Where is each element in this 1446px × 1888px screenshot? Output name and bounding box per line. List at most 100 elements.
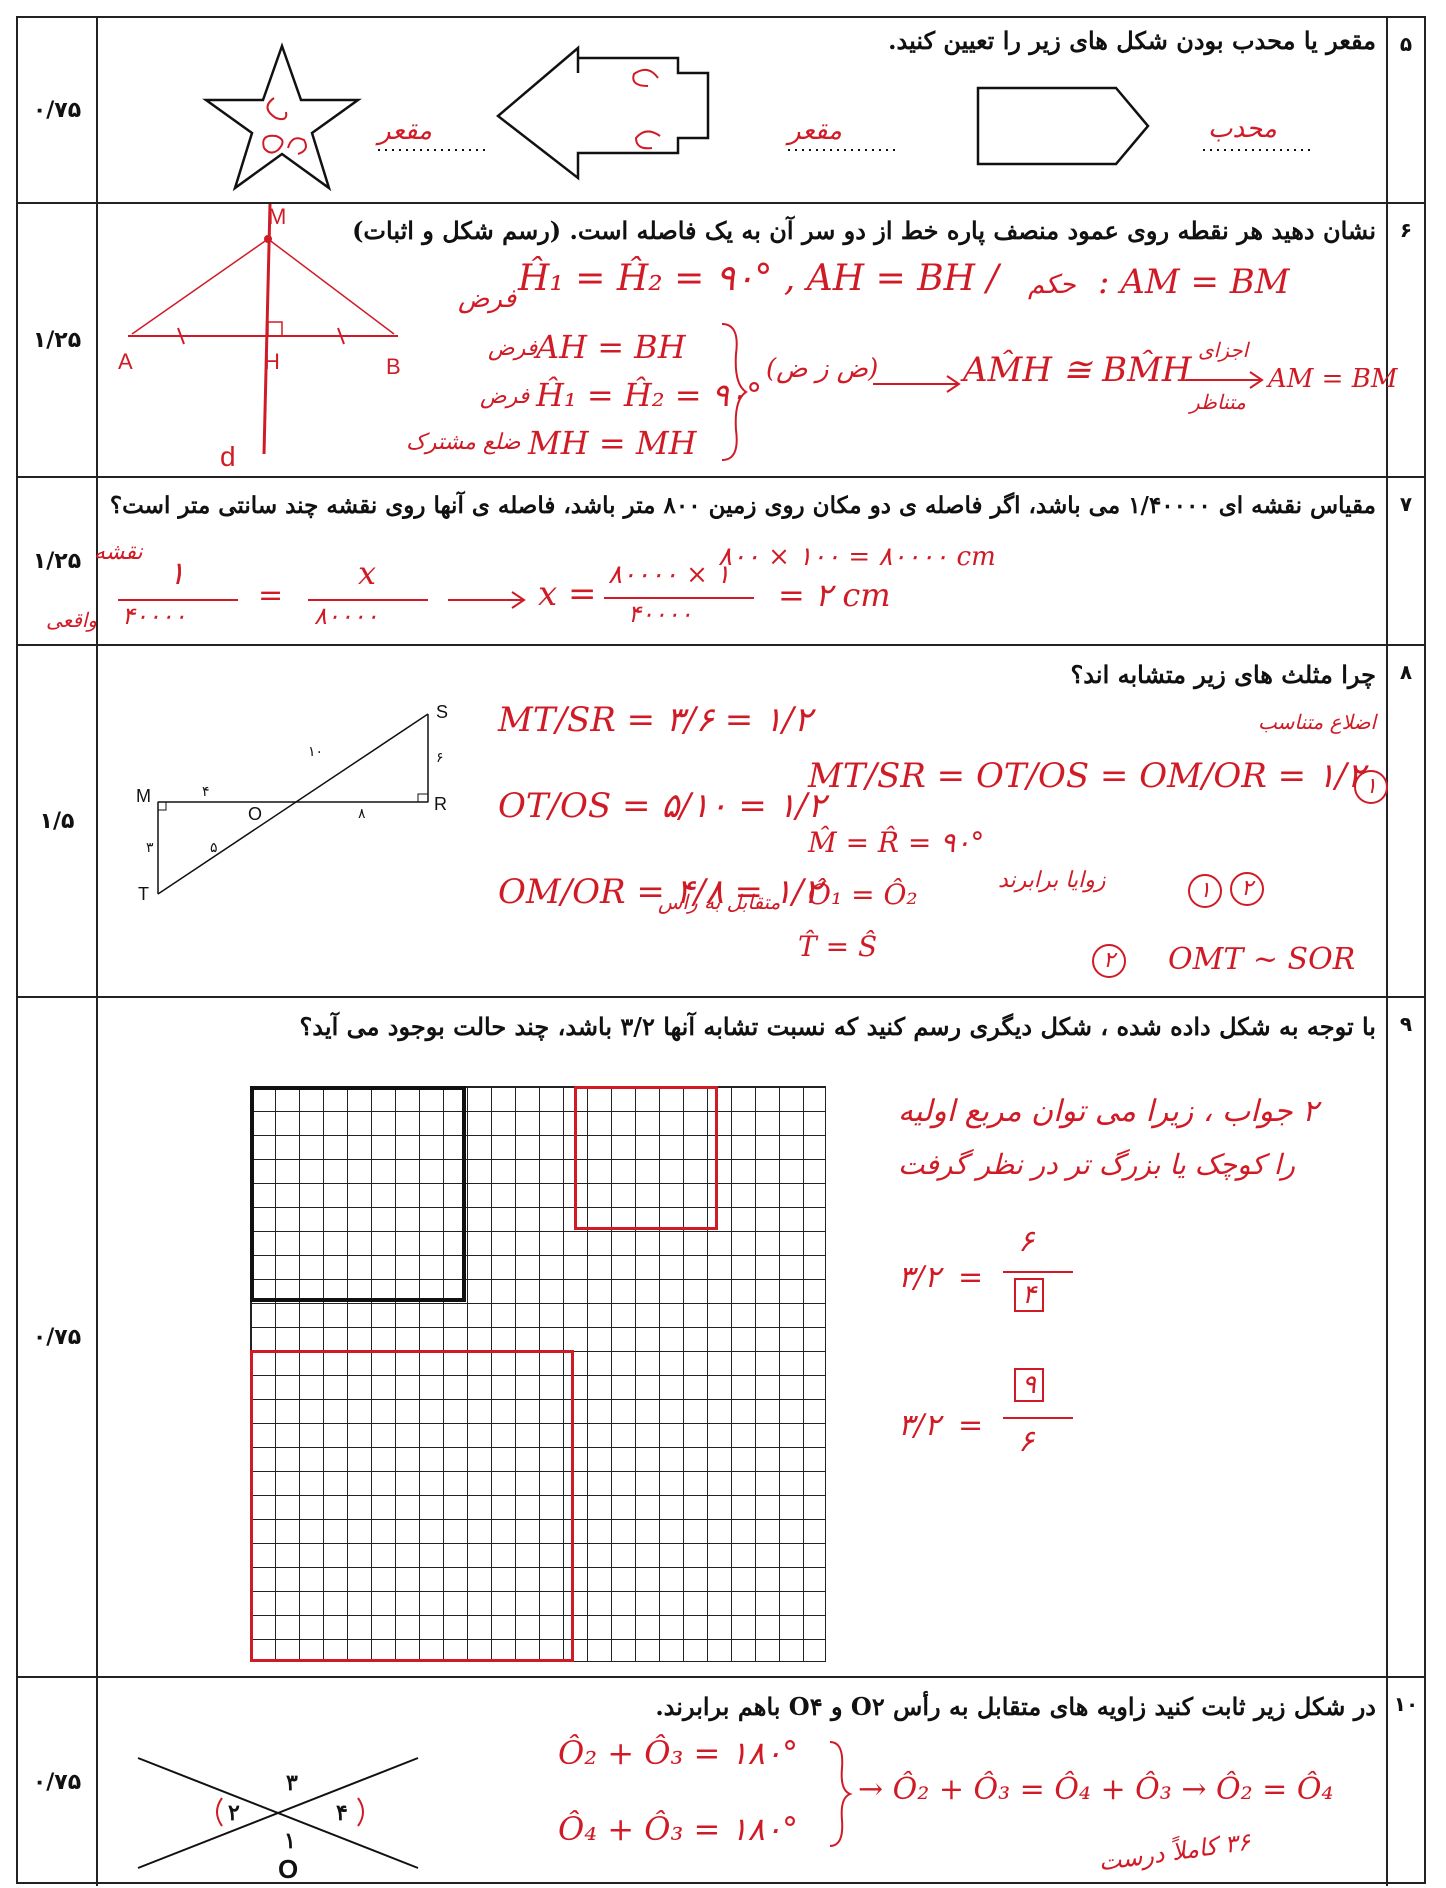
score-cell: ۰/۷۵ bbox=[18, 18, 98, 202]
length-label-SR: ۶ bbox=[436, 749, 444, 765]
equations-brace bbox=[829, 1741, 853, 1847]
claim-statement: : AM = BM bbox=[1098, 262, 1290, 302]
vertex-label-O: O bbox=[248, 804, 262, 824]
large-square-answer bbox=[250, 1350, 574, 1662]
point-label-H: H bbox=[264, 349, 280, 374]
ratio-OT-OS: OT/OS = ۵/۱۰ = ۱/۲ bbox=[498, 786, 826, 826]
circled-2-b: ۲ bbox=[1092, 944, 1126, 978]
circled-2-a: ۲ bbox=[1230, 872, 1264, 906]
variable-x: x = bbox=[538, 574, 597, 614]
vertex-label-T: T bbox=[138, 884, 149, 904]
question-text: چرا مثلث های زیر متشابه اند؟ bbox=[1070, 660, 1376, 689]
question-number: ۸ bbox=[1386, 646, 1424, 996]
eq1-left: ۳/۲ bbox=[898, 1260, 941, 1295]
vertex-label-O: O bbox=[278, 1854, 298, 1884]
length-label-OT: ۵ bbox=[210, 839, 218, 855]
eq1-denominator: ۴ bbox=[1014, 1278, 1044, 1312]
question-number: ۹ bbox=[1386, 998, 1424, 1676]
solve-denominator: ۴۰۰۰۰ bbox=[628, 600, 693, 628]
fraction-1-denominator: ۴۰۰۰۰ bbox=[122, 602, 187, 630]
ratio-tag-map: نقشه bbox=[94, 540, 143, 565]
fraction-1-numerator: ۱ bbox=[168, 554, 186, 592]
score-cell: ۱/۲۵ bbox=[18, 204, 98, 476]
proof-brace bbox=[721, 323, 748, 461]
answer-note-line-2: را کوچک یا بزرگ تر در نظر گرفت bbox=[898, 1148, 1296, 1181]
vertex-label-R: R bbox=[434, 794, 447, 814]
exam-sheet: ۰/۷۵ ۵ مقعر یا محدب بودن شکل های زیر را … bbox=[16, 16, 1426, 1886]
intersecting-lines-figure: ۳ ۲ ۴ ۱ O bbox=[137, 1757, 419, 1884]
ratio-chain: MT/SR = OT/OS = OM/OR = ۱/۲ bbox=[808, 756, 1365, 796]
ratio-MT-SR: MT/SR = ۳/۶ = ۱/۲ bbox=[498, 700, 813, 740]
length-label-OS: ۱۰ bbox=[308, 743, 323, 759]
final-answer: = ۲ cm bbox=[778, 576, 891, 614]
star-concave-mark bbox=[287, 137, 307, 155]
small-square-answer bbox=[574, 1086, 718, 1230]
solve-numerator: ۸۰۰۰۰ × ۱ bbox=[608, 560, 731, 590]
vertex-label-S: S bbox=[436, 702, 448, 722]
equation-2: Ô₄ + Ô₃ = ۱۸۰° bbox=[558, 1810, 798, 1848]
question-row-8: ۱/۵ ۸ چرا مثلث های زیر متشابه اند؟ S M O… bbox=[18, 646, 1424, 998]
vertex-label-M: M bbox=[136, 786, 151, 806]
length-label-MT: ۳ bbox=[146, 839, 154, 855]
claim-tag: حکم bbox=[1028, 270, 1076, 300]
angle-label-2: ۲ bbox=[228, 1800, 240, 1825]
angle-label-4: ۴ bbox=[336, 1800, 348, 1825]
arrow-concave-mark bbox=[634, 130, 661, 150]
point-label-A: A bbox=[118, 349, 133, 374]
circled-1-a: ۱ bbox=[1354, 770, 1388, 804]
congruence-statement: AM̂H ≅ BM̂H bbox=[963, 350, 1192, 390]
question-row-5: ۰/۷۵ ۵ مقعر یا محدب بودن شکل های زیر را … bbox=[18, 18, 1424, 204]
arrow-label-top: اجزای bbox=[1198, 338, 1249, 362]
answer-convex-pentagon: محدب bbox=[1208, 114, 1277, 144]
eq2-numerator: ۹ bbox=[1014, 1368, 1044, 1402]
eq2-left: ۳/۲ bbox=[898, 1408, 941, 1443]
given-tag: فرض bbox=[458, 284, 517, 314]
circled-1-b: ۱ bbox=[1188, 874, 1222, 908]
fraction-2-denominator: ۸۰۰۰۰ bbox=[314, 602, 379, 630]
fraction-2-numerator: x bbox=[358, 554, 377, 592]
arrow-label-bottom: متناظر bbox=[1190, 390, 1246, 414]
bisector-figure: M A H B d bbox=[118, 203, 401, 472]
grader-signature: ۳۶ کاملاً درست bbox=[1096, 1827, 1253, 1877]
angle-O1-O2: Ô₁ = Ô₂ bbox=[808, 878, 918, 911]
question-row-6: ۱/۲۵ ۶ نشان دهید هر نقطه روی عمود منصف پ… bbox=[18, 203, 1424, 478]
angle-label-1: ۱ bbox=[284, 1828, 296, 1853]
proof-line-1-tag: فرض bbox=[488, 336, 538, 361]
proof-result: AM = BM bbox=[1268, 364, 1398, 394]
question-number: ۵ bbox=[1386, 18, 1424, 202]
proof-line-3: MH = MH bbox=[528, 424, 697, 462]
proof-line-3-tag: ضلع مشترک bbox=[406, 430, 521, 455]
similarity-result: OMT ~ SOR bbox=[1168, 942, 1356, 977]
star-concave-mark bbox=[262, 134, 284, 154]
star-shape bbox=[202, 42, 362, 192]
question-number: ۱۰ bbox=[1386, 1678, 1424, 1886]
unit-conversion: ۸۰۰ × ۱۰۰ = ۸۰۰۰۰ cm bbox=[718, 542, 996, 572]
length-label-MO: ۴ bbox=[202, 783, 210, 799]
answer-concave-star: مقعر bbox=[378, 116, 432, 146]
question-text: در شکل زیر ثابت کنید زاویه های متقابل به… bbox=[655, 1692, 1376, 1721]
given-statement: Ĥ₁ = Ĥ₂ = ۹۰° , AH = BH / bbox=[518, 258, 999, 299]
equals-sign: = bbox=[258, 578, 284, 613]
proof-line-1: AH = BH bbox=[536, 328, 686, 366]
similar-triangles-figure: S M O R T ۱۰ ۶ ۴ ۸ ۳ ۵ bbox=[136, 702, 448, 904]
eq2-denominator: ۶ bbox=[1018, 1424, 1035, 1459]
question-row-10: ۰/۷۵ ۱۰ در شکل زیر ثابت کنید زاویه های م… bbox=[18, 1678, 1424, 1886]
question-number: ۷ bbox=[1386, 478, 1424, 644]
congruence-case: (ض ز ض) bbox=[766, 354, 879, 384]
score-cell: ۰/۷۵ bbox=[18, 1678, 98, 1886]
angle-M-R: M̂ = R̂ = ۹۰° bbox=[808, 826, 985, 859]
question-text: مقیاس نقشه ای ۱/۴۰۰۰۰ می باشد، اگر فاصله… bbox=[109, 492, 1376, 519]
question-text: مقعر یا محدب بودن شکل های زیر را تعیین ک… bbox=[888, 26, 1376, 55]
angles-equal-note: زوایا برابرند bbox=[998, 868, 1106, 893]
score-cell: ۱/۲۵ bbox=[18, 478, 98, 644]
implies-arrow-2 bbox=[1186, 371, 1264, 389]
ratio-tag-real: واقعی bbox=[46, 608, 98, 632]
question-text: نشان دهید هر نقطه روی عمود منصف پاره خط … bbox=[352, 216, 1376, 245]
proof-line-2-tag: فرض bbox=[480, 384, 530, 409]
pentagon-shape bbox=[976, 86, 1150, 166]
square-grid bbox=[250, 1086, 826, 1662]
original-square bbox=[250, 1086, 466, 1302]
implies-arrow bbox=[873, 375, 961, 393]
answer-note-line-1: ۲ جواب ، زیرا می توان مربع اولیه bbox=[898, 1094, 1319, 1129]
vertical-angles-tag: متقابل به راس bbox=[658, 890, 781, 914]
